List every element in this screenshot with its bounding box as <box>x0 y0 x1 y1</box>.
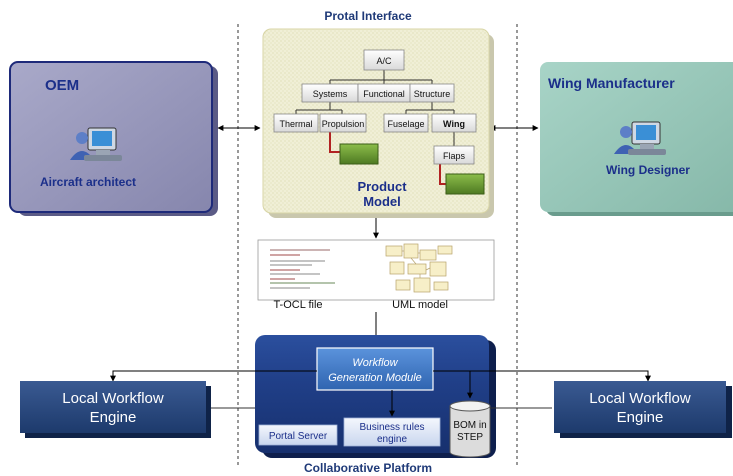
docs-panel: T-OCL file UML model <box>257 239 495 311</box>
node-ac <box>363 49 405 71</box>
wing-manufacturer-label: Wing Manufacturer <box>548 75 675 91</box>
workflow-module-label-2: Generation Module <box>328 372 422 384</box>
title-collaborative-platform: Collaborative Platform <box>304 461 432 475</box>
link-propulsion-model <box>329 132 340 153</box>
propulsion-model-box <box>339 143 379 165</box>
product-model-label-1: Product <box>357 179 407 194</box>
bom-database-icon <box>449 400 491 458</box>
arrow-module-right-engine <box>433 370 651 382</box>
local-workflow-engine-left: Local Workflow Engine <box>20 381 211 438</box>
bom-label-1: BOM in <box>453 420 486 431</box>
title-protal-interface: Protal Interface <box>324 9 412 23</box>
wing-manufacturer-role: Wing Designer <box>606 163 690 177</box>
node-thermal-label: Thermal <box>279 119 312 129</box>
flaps-model-box <box>445 173 485 195</box>
node-fuselage <box>383 113 429 133</box>
tree-connectors <box>295 70 455 146</box>
workflow-generation-module <box>316 347 434 391</box>
node-wing-label: Wing <box>443 119 465 129</box>
wing-manufacturer-panel: Wing Manufacturer Wing Designer <box>540 62 733 216</box>
node-structure-label: Structure <box>414 89 451 99</box>
oem-role: Aircraft architect <box>40 175 136 189</box>
arrow-module-left-engine <box>110 370 317 382</box>
local-engine-right-label-1: Local Workflow <box>589 390 691 407</box>
node-ac-label: A/C <box>376 56 392 66</box>
computer-user-icon <box>70 127 122 161</box>
business-rules-label-1: Business rules <box>359 422 424 433</box>
local-engine-left-label-2: Engine <box>90 409 137 426</box>
node-propulsion-label: Propulsion <box>322 119 365 129</box>
portal-server-label: Portal Server <box>269 431 328 442</box>
product-model-label-2: Model <box>363 194 401 209</box>
uml-model-label: UML model <box>392 299 448 311</box>
node-propulsion <box>319 113 367 133</box>
business-rules-label-2: engine <box>377 434 407 445</box>
node-wing <box>431 113 477 133</box>
local-engine-left-label-1: Local Workflow <box>62 390 164 407</box>
node-flaps <box>433 145 475 165</box>
business-rules-box <box>343 417 441 447</box>
node-structure <box>409 83 455 103</box>
uml-model-icon <box>385 243 453 293</box>
portal-server-box <box>258 424 338 446</box>
local-workflow-engine-right: Local Workflow Engine <box>554 381 732 438</box>
node-systems-label: Systems <box>313 89 348 99</box>
link-flaps-model <box>439 164 446 185</box>
oem-label: OEM <box>45 77 79 94</box>
local-engine-right-label-2: Engine <box>617 409 664 426</box>
product-model-panel: A/C Systems Functional Structure Thermal… <box>262 28 494 218</box>
node-functional-label: Functional <box>363 89 405 99</box>
node-fuselage-label: Fuselage <box>387 119 424 129</box>
computer-user-icon <box>614 121 666 155</box>
tocl-file-label: T-OCL file <box>273 299 322 311</box>
oem-panel: OEM Aircraft architect <box>9 61 218 216</box>
node-flaps-label: Flaps <box>443 151 466 161</box>
bom-label-2: STEP <box>457 432 483 443</box>
tocl-file-icon <box>270 249 335 289</box>
node-thermal <box>273 113 319 133</box>
workflow-module-label-1: Workflow <box>352 357 398 369</box>
collaborative-platform-panel: Workflow Generation Module Portal Server… <box>255 335 496 458</box>
